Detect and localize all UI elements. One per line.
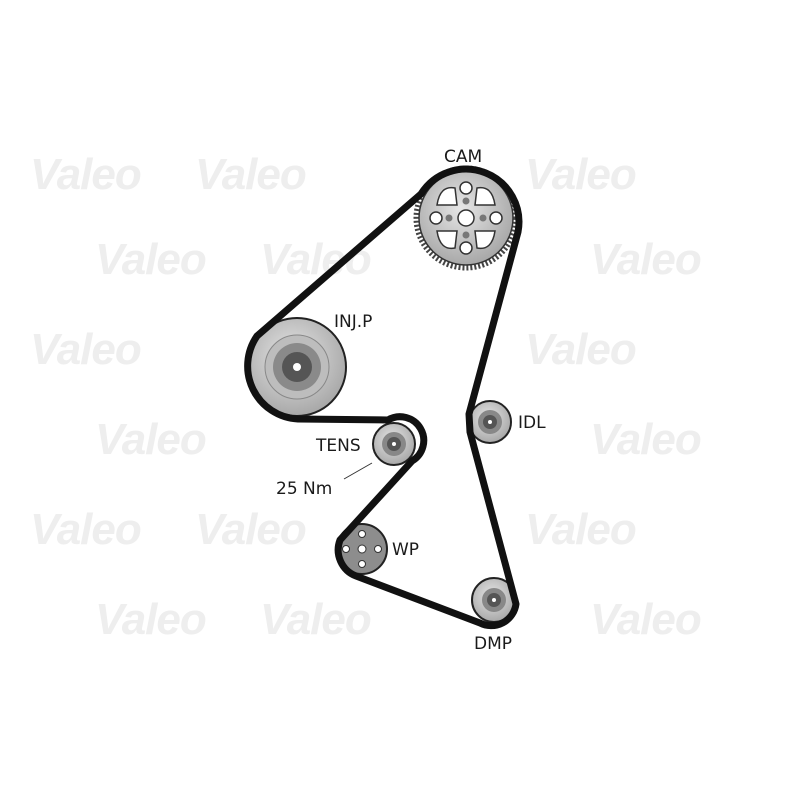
label-wp: WP: [392, 540, 419, 560]
damper-pulley: [471, 577, 517, 623]
label-injp: INJ.P: [334, 312, 372, 332]
valeo-watermark: Valeo: [95, 595, 207, 644]
label-torque: 25 Nm: [276, 479, 332, 499]
cam-pulley: [413, 165, 519, 271]
valeo-watermark: Valeo: [525, 150, 637, 199]
valeo-watermark: Valeo: [30, 150, 142, 199]
valeo-watermark: Valeo: [590, 595, 702, 644]
valeo-watermark: Valeo: [590, 415, 702, 464]
label-tens: TENS: [315, 436, 361, 456]
valeo-watermark: Valeo: [195, 150, 307, 199]
valeo-watermark: Valeo: [95, 415, 207, 464]
valeo-watermark: Valeo: [30, 505, 142, 554]
valeo-watermark: Valeo: [260, 595, 372, 644]
label-idl: IDL: [518, 413, 546, 433]
valeo-watermark: Valeo: [95, 235, 207, 284]
valeo-watermark: Valeo: [30, 325, 142, 374]
valeo-watermark: Valeo: [260, 235, 372, 284]
torque-leader-line: [343, 462, 373, 480]
water-pump-pulley: [336, 523, 388, 575]
valeo-watermark: Valeo: [525, 505, 637, 554]
valeo-watermark: Valeo: [525, 325, 637, 374]
tensioner-pulley: [372, 422, 416, 466]
injection-pump-pulley: [247, 317, 347, 417]
valeo-watermark: Valeo: [195, 505, 307, 554]
timing-belt: [244, 165, 523, 630]
label-cam: CAM: [444, 147, 482, 167]
valeo-watermark: Valeo: [590, 235, 702, 284]
label-dmp: DMP: [474, 634, 512, 654]
idler-pulley: [468, 400, 512, 444]
